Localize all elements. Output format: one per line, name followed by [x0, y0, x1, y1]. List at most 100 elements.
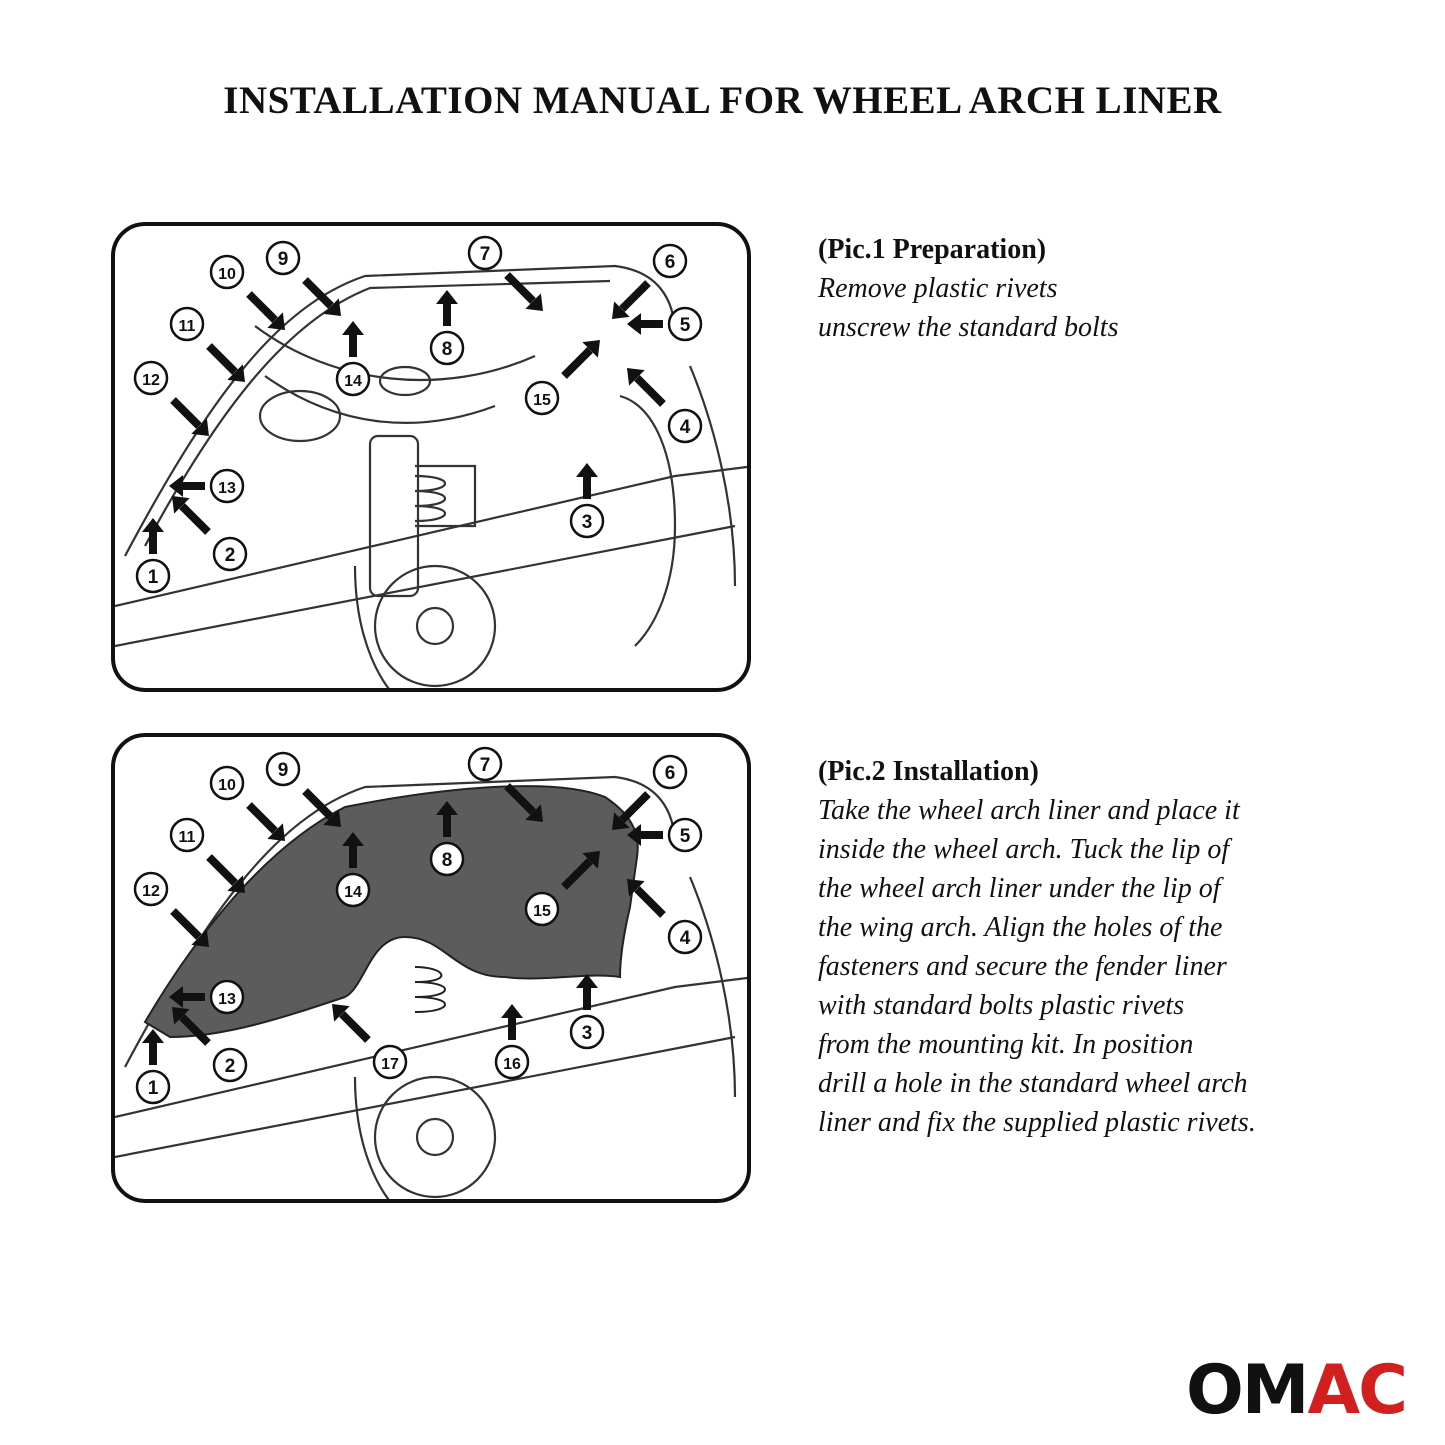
arrowhead-icon — [332, 1004, 350, 1022]
arrow-icon — [504, 272, 536, 304]
callout-number: 15 — [533, 392, 551, 409]
callout-number: 4 — [680, 928, 691, 949]
arrowhead-icon — [627, 824, 641, 846]
callout-number: 3 — [582, 512, 593, 533]
callout-12: 12 — [133, 871, 209, 947]
arrowhead-icon — [142, 1029, 164, 1043]
callout-15: 15 — [524, 851, 600, 927]
callout-9: 9 — [265, 240, 341, 316]
preparation-heading: (Pic.1 Preparation) — [818, 234, 1047, 265]
arrow-icon — [179, 503, 211, 535]
arrow-icon — [246, 291, 278, 323]
callout-number: 12 — [142, 372, 160, 389]
arrowhead-icon — [267, 823, 285, 841]
arrow-icon — [561, 347, 593, 379]
arrowhead-icon — [323, 298, 341, 316]
callout-14: 14 — [335, 321, 371, 397]
callout-number: 6 — [665, 252, 676, 273]
callout-2: 2 — [172, 1007, 248, 1083]
preparation-text: Remove plastic rivets unscrew the standa… — [818, 273, 1119, 343]
callout-6: 6 — [612, 243, 688, 319]
arrowhead-icon — [342, 832, 364, 846]
callout-7: 7 — [467, 235, 543, 311]
callout-12: 12 — [133, 360, 209, 436]
callout-circle — [667, 919, 703, 955]
callout-circle — [494, 1044, 530, 1080]
callout-11: 11 — [169, 306, 245, 382]
callout-circle — [569, 1014, 605, 1050]
callout-5: 5 — [627, 817, 703, 853]
arrowhead-icon — [227, 875, 245, 893]
callout-number: 5 — [680, 826, 691, 847]
callout-number: 17 — [381, 1056, 399, 1073]
logo-part-om: OM — [1186, 1351, 1309, 1430]
arrowhead-icon — [501, 1004, 523, 1018]
arrowhead-icon — [267, 312, 285, 330]
arrowhead-icon — [227, 364, 245, 382]
arrowhead-icon — [169, 475, 183, 497]
callout-11: 11 — [169, 817, 245, 893]
callout-2: 2 — [172, 496, 248, 572]
logo-part-ac: AC — [1307, 1351, 1408, 1430]
callout-number: 16 — [503, 1056, 521, 1073]
arrow-icon — [206, 854, 238, 886]
callout-circle — [667, 817, 703, 853]
arrowhead-icon — [612, 301, 630, 319]
callout-7: 7 — [467, 746, 543, 822]
callout-number: 8 — [442, 339, 453, 360]
arrow-icon — [302, 788, 334, 820]
arrow-icon — [619, 791, 651, 823]
callout-circle — [135, 558, 171, 594]
preparation-caption: (Pic.1 Preparation) Remove plastic rivet… — [818, 230, 1378, 347]
arrowhead-icon — [191, 418, 209, 436]
callout-3: 3 — [569, 974, 605, 1050]
callout-circle — [429, 841, 465, 877]
installation-text: Take the wheel arch liner and place it i… — [818, 795, 1256, 1138]
callout-14: 14 — [335, 832, 371, 908]
arrowhead-icon — [627, 313, 641, 335]
callout-number: 11 — [179, 318, 196, 335]
callout-17: 17 — [332, 1004, 408, 1080]
callout-circle — [569, 503, 605, 539]
callout-circle — [429, 330, 465, 366]
callout-number: 6 — [665, 763, 676, 784]
callout-circle — [524, 891, 560, 927]
arrow-icon — [206, 343, 238, 375]
arrowhead-icon — [436, 801, 458, 815]
callout-circle — [652, 754, 688, 790]
callout-number: 13 — [218, 480, 236, 497]
callout-circle — [209, 765, 245, 801]
callout-number: 9 — [278, 249, 289, 270]
callout-6: 6 — [612, 754, 688, 830]
callout-number: 5 — [680, 315, 691, 336]
omac-logo: OMAC — [1186, 1355, 1418, 1427]
callout-1: 1 — [135, 1029, 171, 1105]
callout-circle — [265, 751, 301, 787]
callout-circle — [212, 1047, 248, 1083]
callout-8: 8 — [429, 801, 465, 877]
callout-circle — [209, 468, 245, 504]
arrow-icon — [246, 802, 278, 834]
arrowhead-icon — [172, 496, 190, 514]
callout-circle — [335, 361, 371, 397]
arrowhead-icon — [582, 851, 600, 869]
callout-4: 4 — [627, 368, 703, 444]
callout-13: 13 — [169, 979, 245, 1015]
arrow-icon — [170, 397, 202, 429]
arrow-icon — [339, 1011, 371, 1043]
callout-16: 16 — [494, 1004, 530, 1080]
callout-9: 9 — [265, 751, 341, 827]
callout-circle — [209, 254, 245, 290]
callout-number: 7 — [480, 755, 491, 776]
arrow-icon — [561, 858, 593, 890]
arrowhead-icon — [342, 321, 364, 335]
arrowhead-icon — [627, 368, 645, 386]
callout-number: 12 — [142, 883, 160, 900]
arrowhead-icon — [576, 974, 598, 988]
callout-10: 10 — [209, 254, 285, 330]
callout-number: 7 — [480, 244, 491, 265]
